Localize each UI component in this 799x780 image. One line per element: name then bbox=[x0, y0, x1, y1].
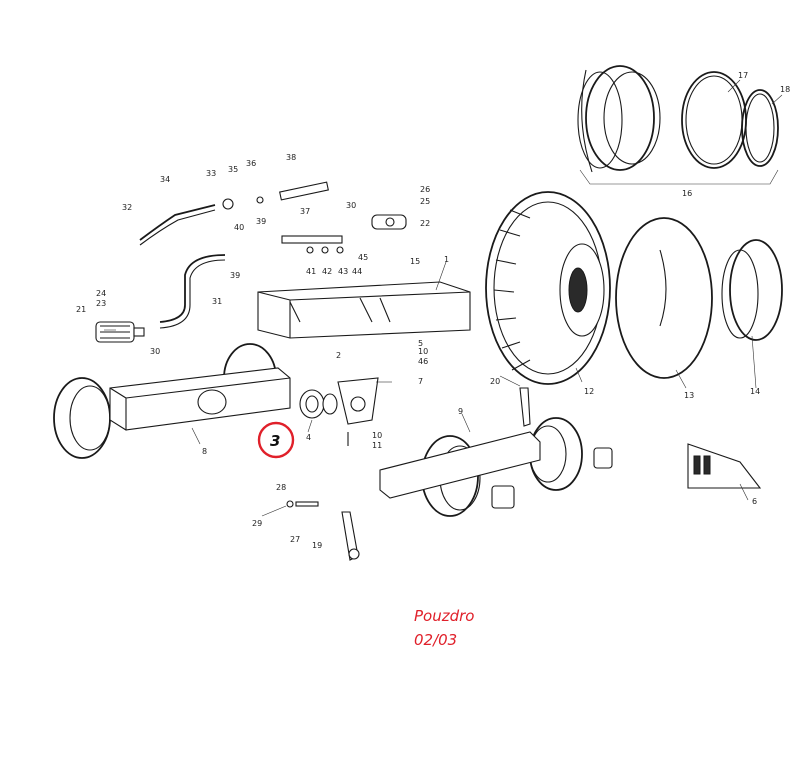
callout-4: 4 bbox=[306, 433, 311, 442]
callout-5: 5 bbox=[418, 339, 423, 348]
ring-18 bbox=[741, 89, 779, 167]
callout-42: 42 bbox=[322, 267, 332, 276]
bushing-3 bbox=[299, 389, 338, 419]
callout-30b: 30 bbox=[150, 347, 160, 356]
callout-22: 22 bbox=[420, 219, 430, 228]
callout-labels: 1 2 4 5 6 7 8 9 10 10 11 12 13 14 15 16 … bbox=[76, 71, 790, 550]
rim-assembly-16 bbox=[577, 65, 779, 185]
callout-14: 14 bbox=[750, 387, 760, 396]
callout-38: 38 bbox=[286, 153, 296, 162]
wheel-chock-6 bbox=[687, 443, 762, 489]
leader-lines bbox=[104, 79, 783, 517]
callout-10b: 10 bbox=[372, 431, 382, 440]
callout-39a: 39 bbox=[256, 217, 266, 226]
callout-20: 20 bbox=[490, 377, 500, 386]
callout-6: 6 bbox=[752, 497, 757, 506]
callout-10a: 10 bbox=[418, 347, 428, 356]
flap-14 bbox=[721, 239, 783, 341]
highlight-ring bbox=[257, 421, 295, 459]
pin-28 bbox=[286, 500, 319, 508]
callout-11: 11 bbox=[372, 441, 382, 450]
callout-18: 18 bbox=[780, 85, 790, 94]
callout-16: 16 bbox=[682, 189, 692, 198]
callout-45: 45 bbox=[358, 253, 368, 262]
arm-19 bbox=[341, 511, 360, 561]
part-name-caption: Pouzdro bbox=[414, 607, 475, 625]
callout-31: 31 bbox=[212, 297, 222, 306]
tube-13 bbox=[615, 217, 713, 379]
callout-13: 13 bbox=[684, 391, 694, 400]
callout-37: 37 bbox=[300, 207, 310, 216]
callout-36: 36 bbox=[246, 159, 256, 168]
callout-15: 15 bbox=[410, 257, 420, 266]
callout-35: 35 bbox=[228, 165, 238, 174]
axle-beam-8 bbox=[53, 343, 291, 459]
frame-bar-1 bbox=[257, 281, 471, 339]
callout-46: 46 bbox=[418, 357, 428, 366]
callout-39b: 39 bbox=[230, 271, 240, 280]
callout-8: 8 bbox=[202, 447, 207, 456]
hose-assembly bbox=[139, 181, 344, 329]
callout-43: 43 bbox=[338, 267, 348, 276]
callout-41: 41 bbox=[306, 267, 316, 276]
callout-2: 2 bbox=[336, 351, 341, 360]
callout-25: 25 bbox=[420, 197, 430, 206]
callout-33: 33 bbox=[206, 169, 216, 178]
tyre-12 bbox=[485, 191, 611, 385]
callout-17: 17 bbox=[738, 71, 748, 80]
lock-ring-17 bbox=[681, 71, 747, 169]
callout-40: 40 bbox=[234, 223, 244, 232]
callout-24: 24 bbox=[96, 289, 106, 298]
bracket-2 bbox=[337, 377, 379, 446]
brake-cylinder-21 bbox=[95, 321, 145, 343]
callout-34: 34 bbox=[160, 175, 170, 184]
callout-7: 7 bbox=[418, 377, 423, 386]
callout-23: 23 bbox=[96, 299, 106, 308]
callout-28: 28 bbox=[276, 483, 286, 492]
lever-20 bbox=[519, 387, 531, 427]
callout-12: 12 bbox=[584, 387, 594, 396]
axle-assembly-9 bbox=[379, 417, 613, 517]
highlight-callout-3: 3 bbox=[257, 421, 295, 459]
callout-21: 21 bbox=[76, 305, 86, 314]
callout-9: 9 bbox=[458, 407, 463, 416]
callout-26: 26 bbox=[420, 185, 430, 194]
callout-27: 27 bbox=[290, 535, 300, 544]
callout-30a: 30 bbox=[346, 201, 356, 210]
part-code-caption: 02/03 bbox=[414, 631, 458, 649]
callout-29: 29 bbox=[252, 519, 262, 528]
callout-19: 19 bbox=[312, 541, 322, 550]
callout-32: 32 bbox=[122, 203, 132, 212]
callout-3: 3 bbox=[270, 432, 280, 450]
callout-1: 1 bbox=[444, 255, 449, 264]
callout-44: 44 bbox=[352, 267, 362, 276]
valve-22 bbox=[371, 214, 407, 230]
